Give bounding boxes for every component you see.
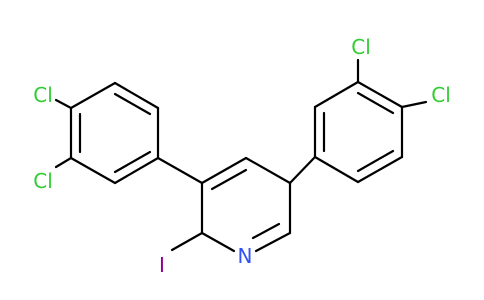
bond — [356, 149, 395, 173]
bond — [69, 156, 117, 185]
chlorine-atom-label: Cl — [351, 35, 371, 59]
bond — [254, 231, 292, 253]
bond — [313, 155, 360, 184]
nitrogen-atom-label: N — [238, 244, 253, 268]
bond — [400, 100, 428, 109]
chlorine-atom-label: Cl — [431, 83, 451, 107]
atom-labels: Cl Cl Cl Cl I N — [33, 35, 451, 277]
bond — [356, 91, 395, 115]
bond — [251, 222, 281, 240]
chlorine-atom-label: Cl — [33, 83, 53, 107]
bond — [356, 80, 404, 109]
bond — [170, 231, 204, 252]
bond — [113, 150, 152, 174]
iodine-atom-label: I — [159, 253, 165, 277]
chlorine-atom-label: Cl — [33, 169, 53, 193]
bond — [313, 80, 360, 109]
bond — [113, 92, 152, 116]
bond — [200, 156, 248, 185]
bond — [244, 156, 292, 185]
bond — [54, 156, 73, 169]
bond — [200, 231, 236, 253]
bond — [113, 156, 160, 185]
bond — [156, 156, 204, 185]
bond — [69, 81, 117, 110]
bond — [210, 168, 248, 191]
bond — [356, 155, 404, 184]
bonds — [54, 58, 428, 253]
bond — [54, 98, 73, 110]
bond — [288, 155, 317, 185]
bond — [113, 81, 160, 110]
